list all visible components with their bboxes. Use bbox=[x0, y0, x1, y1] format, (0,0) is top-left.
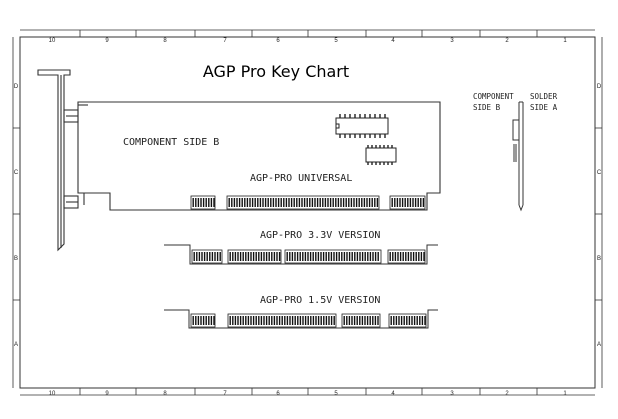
chip-soic bbox=[365, 147, 397, 163]
side-view-component-label: COMPONENT bbox=[473, 92, 514, 101]
row-letter-left: C bbox=[14, 170, 19, 176]
column-number-bottom: 4 bbox=[391, 391, 395, 397]
chip-soic-pins bbox=[367, 145, 393, 165]
frame-ticks bbox=[12, 29, 603, 396]
slot-3v3 bbox=[164, 244, 438, 265]
row-letter-right: A bbox=[597, 342, 601, 348]
row-letters-left: D C B A bbox=[14, 84, 19, 348]
column-number-top: 2 bbox=[505, 38, 509, 44]
row-letter-right: D bbox=[597, 84, 602, 90]
chart-title: AGP Pro Key Chart bbox=[203, 62, 349, 81]
column-number-top: 1 bbox=[563, 38, 567, 44]
column-number-top: 6 bbox=[276, 38, 280, 44]
row-letter-left: D bbox=[14, 84, 19, 90]
agp-pro-1v5-label: AGP-PRO 1.5V VERSION bbox=[260, 295, 380, 306]
row-letter-left: B bbox=[14, 256, 18, 262]
column-number-bottom: 6 bbox=[276, 391, 280, 397]
frame-border bbox=[19, 36, 596, 389]
chip-dip-pins bbox=[339, 114, 386, 138]
column-number-top: 7 bbox=[223, 38, 227, 44]
column-number-bottom: 1 bbox=[563, 391, 567, 397]
side-view-component-sub-label: SIDE B bbox=[473, 103, 501, 112]
row-letter-right: C bbox=[597, 170, 602, 176]
drawing-frame bbox=[19, 36, 596, 389]
column-number-bottom: 3 bbox=[450, 391, 454, 397]
column-number-bottom: 10 bbox=[49, 391, 56, 397]
column-number-bottom: 9 bbox=[105, 391, 109, 397]
column-number-bottom: 2 bbox=[505, 391, 509, 397]
side-view-solder-sub-label: SIDE A bbox=[530, 103, 558, 112]
column-number-top: 4 bbox=[391, 38, 395, 44]
component-side-b-label: COMPONENT SIDE B bbox=[123, 137, 219, 148]
mounting-bracket bbox=[37, 69, 79, 252]
slot-1v5 bbox=[164, 309, 438, 329]
column-number-top: 9 bbox=[105, 38, 109, 44]
side-view-solder-label: SOLDER bbox=[530, 92, 558, 101]
chip-dip bbox=[335, 117, 389, 135]
column-number-bottom: 5 bbox=[334, 391, 338, 397]
agp-pro-3v3-label: AGP-PRO 3.3V VERSION bbox=[260, 230, 380, 241]
row-letter-right: B bbox=[597, 256, 601, 262]
agp-pro-universal-label: AGP-PRO UNIVERSAL bbox=[250, 173, 352, 184]
column-number-top: 3 bbox=[450, 38, 454, 44]
connector-universal bbox=[110, 195, 427, 211]
side-view-card bbox=[512, 101, 524, 212]
column-number-bottom: 8 bbox=[163, 391, 167, 397]
column-number-top: 5 bbox=[334, 38, 338, 44]
column-numbers-bottom: 10 9 8 7 6 5 4 3 2 1 bbox=[49, 391, 568, 397]
column-numbers-top: 10 9 8 7 6 5 4 3 2 1 bbox=[49, 38, 568, 44]
row-letter-left: A bbox=[14, 342, 18, 348]
column-number-top: 10 bbox=[49, 38, 56, 44]
column-number-top: 8 bbox=[163, 38, 167, 44]
row-letters-right: D C B A bbox=[597, 84, 602, 348]
column-number-bottom: 7 bbox=[223, 391, 227, 397]
